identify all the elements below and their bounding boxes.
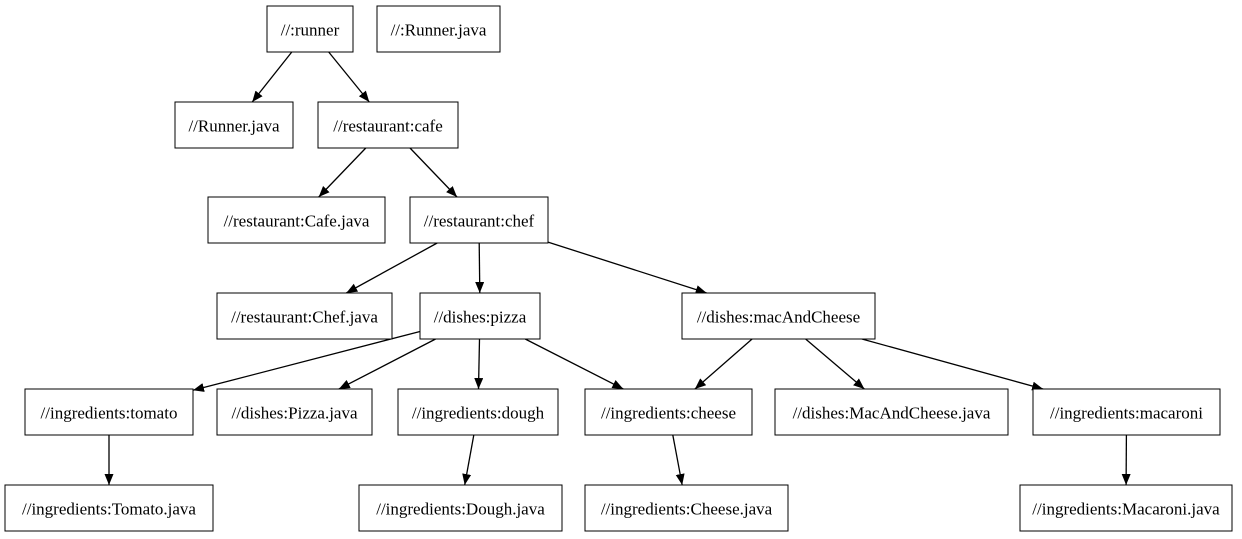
graph-node-box-macaroni xyxy=(1032,388,1221,436)
graph-edge-mac-and-cheese-to-cheese xyxy=(694,338,753,390)
graph-node-box-pizza-java xyxy=(216,388,373,436)
graph-node-box-cafe xyxy=(317,101,459,149)
graph-node-box-chef xyxy=(409,196,549,244)
graph-node-mac-java: //dishes:MacAndCheese.java xyxy=(774,388,1009,436)
graph-node-tomato: //ingredients:tomato xyxy=(24,388,194,436)
graph-node-box-tomato xyxy=(24,388,194,436)
graph-node-label-macaroni-java: //ingredients:Macaroni.java xyxy=(1032,500,1220,519)
graph-node-chef-java: //restaurant:Chef.java xyxy=(216,292,393,340)
graph-edge-mac-and-cheese-to-macaroni xyxy=(861,338,1044,391)
graph-node-runner-java: //Runner.java xyxy=(174,101,294,149)
graph-node-label-tomato-java: //ingredients:Tomato.java xyxy=(22,500,196,519)
graph-node-box-cheese-java xyxy=(584,484,789,532)
graph-node-label-chef: //restaurant:chef xyxy=(424,212,535,231)
graph-node-label-macaroni: //ingredients:macaroni xyxy=(1050,404,1203,423)
graph-node-macaroni: //ingredients:macaroni xyxy=(1032,388,1221,436)
graph-node-runner: //:runner xyxy=(266,5,354,53)
graph-nodes-layer: //:runner //:Runner.java //Runner.java //re… xyxy=(4,5,1233,532)
graph-edges-layer xyxy=(104,51,1131,486)
graph-node-dough: //ingredients:dough xyxy=(397,388,559,436)
graph-node-box-dough-java xyxy=(358,484,563,532)
graph-edge-cheese-to-cheese-java xyxy=(672,434,685,486)
graph-node-box-dough xyxy=(397,388,559,436)
graph-node-label-tomato: //ingredients:tomato xyxy=(41,404,178,423)
graph-node-tomato-java: //ingredients:Tomato.java xyxy=(4,484,214,532)
graph-edge-pizza-to-pizza-java xyxy=(338,338,436,390)
graph-node-cheese: //ingredients:cheese xyxy=(584,388,753,436)
graph-node-label-pizza-java: //dishes:Pizza.java xyxy=(231,404,358,423)
graph-node-dough-java: //ingredients:Dough.java xyxy=(358,484,563,532)
graph-node-box-chef-java xyxy=(216,292,393,340)
graph-node-label-dough-java: //ingredients:Dough.java xyxy=(376,500,545,519)
graph-node-box-cafe-java xyxy=(207,196,386,244)
graph-node-label-dough: //ingredients:dough xyxy=(412,404,545,423)
graph-node-cheese-java: //ingredients:Cheese.java xyxy=(584,484,789,532)
graph-edge-runner-to-runner-java xyxy=(251,51,293,103)
graph-node-box-runner-java-src xyxy=(376,5,501,53)
graph-node-box-pizza xyxy=(419,292,541,340)
graph-edge-pizza-to-dough xyxy=(474,338,484,390)
graph-node-label-runner-java-src: //:Runner.java xyxy=(391,21,487,40)
graph-edge-chef-to-chef-java xyxy=(345,242,438,294)
graph-node-box-runner-java xyxy=(174,101,294,149)
graph-node-pizza: //dishes:pizza xyxy=(419,292,541,340)
graph-node-box-mac-java xyxy=(774,388,1009,436)
graph-node-mac-and-cheese: //dishes:macAndCheese xyxy=(681,292,876,340)
graph-node-label-cheese: //ingredients:cheese xyxy=(601,404,736,423)
graph-edge-pizza-to-cheese xyxy=(524,338,624,390)
graph-node-macaroni-java: //ingredients:Macaroni.java xyxy=(1019,484,1233,532)
graph-edge-runner-to-cafe xyxy=(328,51,370,103)
graph-node-label-runner-java: //Runner.java xyxy=(188,117,280,136)
graph-node-box-macaroni-java xyxy=(1019,484,1233,532)
graph-edge-dough-to-dough-java xyxy=(462,434,475,486)
graph-node-box-cheese xyxy=(584,388,753,436)
graph-node-label-cheese-java: //ingredients:Cheese.java xyxy=(601,500,773,519)
graph-node-label-cafe: //restaurant:cafe xyxy=(333,117,443,136)
graph-node-runner-java-src: //:Runner.java xyxy=(376,5,501,53)
graph-edge-chef-to-mac-and-cheese xyxy=(547,241,707,294)
graph-node-label-mac-java: //dishes:MacAndCheese.java xyxy=(793,404,991,423)
graph-node-box-mac-and-cheese xyxy=(681,292,876,340)
graph-node-label-chef-java: //restaurant:Chef.java xyxy=(231,308,378,327)
graph-edge-pizza-to-tomato xyxy=(192,330,421,392)
graph-edge-cafe-to-cafe-java xyxy=(318,147,367,198)
graph-edge-chef-to-pizza xyxy=(475,242,485,294)
graph-node-box-tomato-java xyxy=(4,484,214,532)
graph-edge-cafe-to-chef xyxy=(409,147,458,198)
graph-node-label-runner: //:runner xyxy=(281,21,340,40)
graph-edge-mac-and-cheese-to-mac-java xyxy=(805,338,865,390)
graph-node-chef: //restaurant:chef xyxy=(409,196,549,244)
graph-node-cafe: //restaurant:cafe xyxy=(317,101,459,149)
graph-node-label-cafe-java: //restaurant:Cafe.java xyxy=(224,212,370,231)
graph-node-cafe-java: //restaurant:Cafe.java xyxy=(207,196,386,244)
graph-node-pizza-java: //dishes:Pizza.java xyxy=(216,388,373,436)
graph-node-label-mac-and-cheese: //dishes:macAndCheese xyxy=(697,308,860,327)
graph-node-label-pizza: //dishes:pizza xyxy=(434,308,527,327)
graph-node-box-runner xyxy=(266,5,354,53)
